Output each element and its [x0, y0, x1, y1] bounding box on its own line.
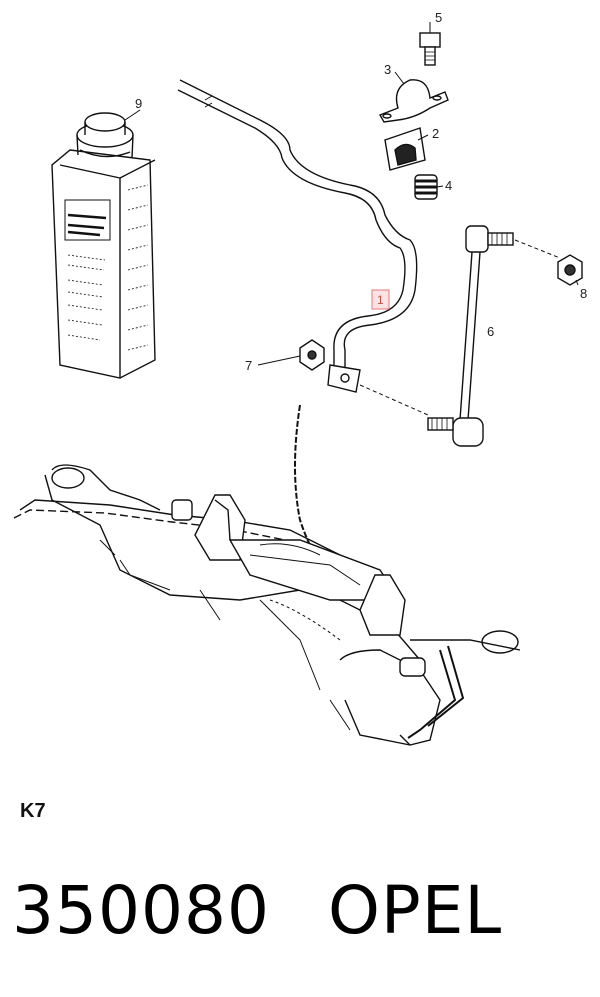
- callout-1-highlight: 1: [371, 289, 390, 310]
- leader-lines: [124, 22, 579, 366]
- callout-5: 5: [435, 10, 442, 25]
- front-axle-subframe-assembly: [13, 404, 521, 746]
- callout-3: 3: [384, 62, 391, 77]
- clamp-bracket-part-3: [378, 79, 449, 123]
- bolt-part-5: [419, 32, 441, 66]
- callout-1: 1: [377, 293, 384, 307]
- nut-part-8: [557, 254, 583, 286]
- part-number: 350080: [12, 872, 270, 949]
- callout-6: 6: [487, 324, 494, 339]
- stabilizer-bar-part-1: [177, 79, 418, 393]
- nut-part-7: [299, 339, 325, 371]
- callout-1-box: [371, 289, 390, 310]
- exploded-parts-diagram: 5 3 2 4 9 8 6 7 1: [13, 10, 587, 746]
- callout-4: 4: [445, 178, 452, 193]
- brand-name: OPEL: [327, 872, 503, 949]
- callout-7: 7: [245, 358, 252, 373]
- callout-9: 9: [135, 96, 142, 111]
- stabilizer-link-part-6: [359, 225, 561, 447]
- rubber-bushing-part-2: [384, 127, 426, 171]
- callout-numbers: 5 3 2 4 9 8 6 7 1: [135, 10, 587, 373]
- section-code: K7: [20, 800, 46, 822]
- coil-bushing-part-4: [414, 174, 438, 200]
- part-caption: 350080 OPEL: [12, 872, 502, 949]
- callout-8: 8: [580, 286, 587, 301]
- callout-2: 2: [432, 126, 439, 141]
- fluid-bottle-part-9: [51, 112, 156, 379]
